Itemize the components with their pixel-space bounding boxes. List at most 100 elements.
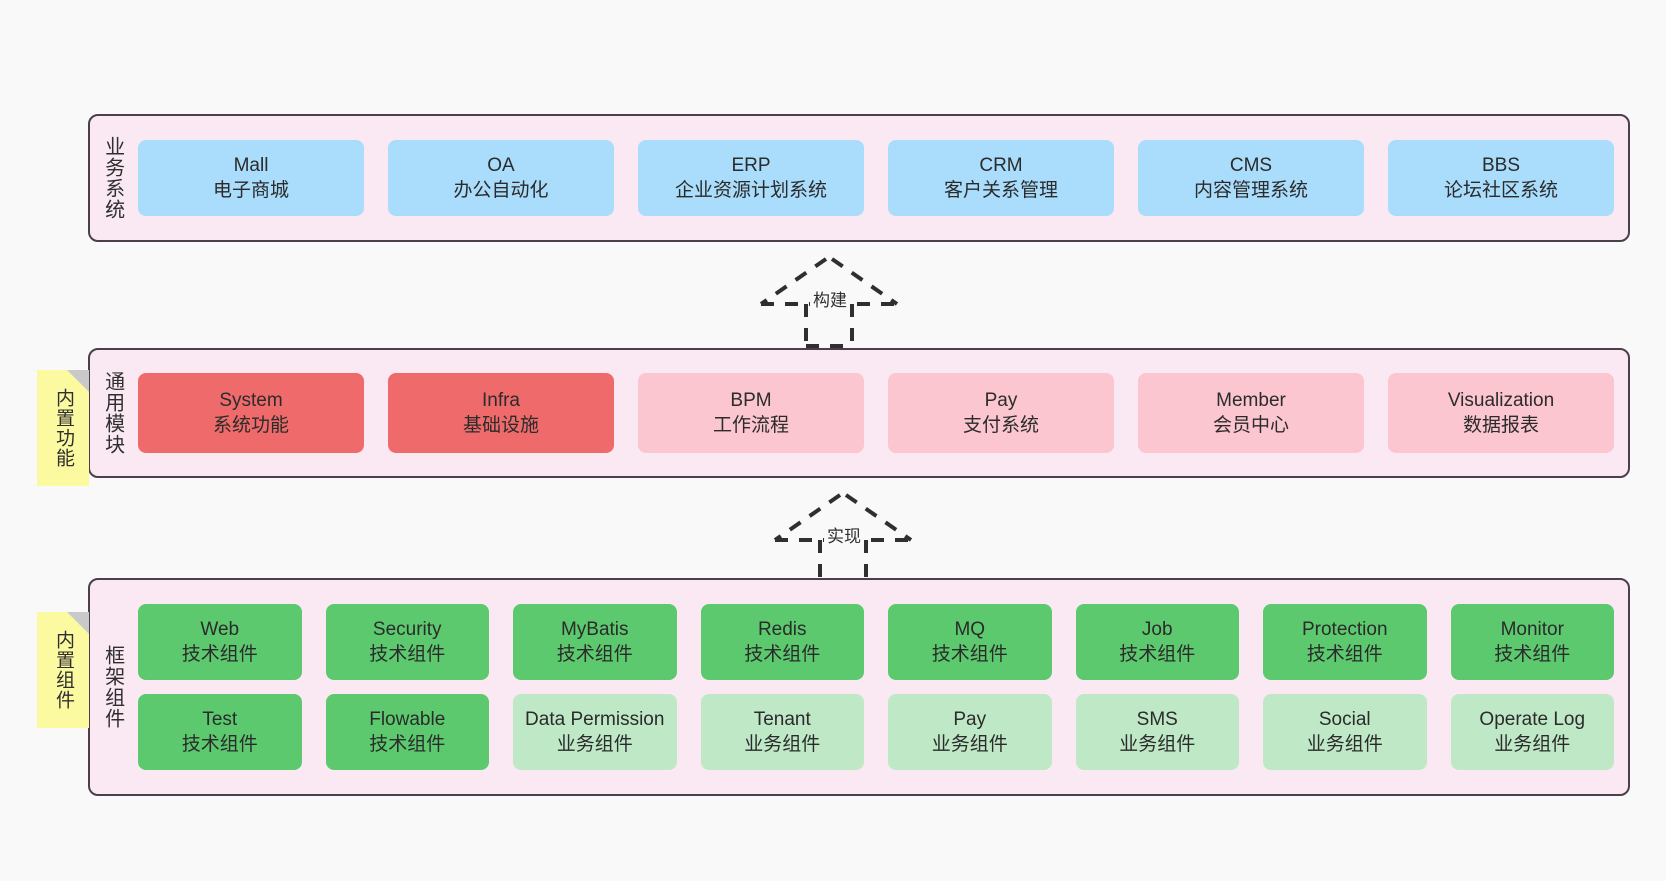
connector-label-build: 构建 [810, 286, 850, 311]
card-title-en: Test [202, 708, 238, 730]
card-title-cn: 业务组件 [556, 734, 633, 755]
page-fold-icon [67, 612, 89, 634]
card-row: System 系统功能 Infra 基础设施 BPM 工作流程 Pay 支付系统… [138, 373, 1614, 453]
card-row: Web 技术组件 Security 技术组件 MyBatis 技术组件 Redi… [138, 604, 1614, 680]
card-title-cn: 技术组件 [931, 644, 1008, 665]
card-pay-component[interactable]: Pay 业务组件 [888, 694, 1052, 770]
card-tenant[interactable]: Tenant 业务组件 [700, 694, 864, 770]
card-title-en: Tenant [753, 708, 811, 730]
layer-common-modules: 通用模块 System 系统功能 Infra 基础设施 BPM 工作流程 Pay… [88, 348, 1630, 478]
card-job[interactable]: Job 技术组件 [1075, 604, 1239, 680]
card-test[interactable]: Test 技术组件 [138, 694, 302, 770]
card-security[interactable]: Security 技术组件 [325, 604, 489, 680]
card-title-en: Pay [953, 708, 987, 730]
card-title-cn: 电子商城 [212, 180, 289, 201]
connector-label-implement: 实现 [824, 522, 864, 547]
card-title-cn: 基础设施 [462, 415, 539, 436]
card-system[interactable]: System 系统功能 [138, 373, 364, 453]
card-title-cn: 业务组件 [931, 734, 1008, 755]
card-title-en: Flowable [369, 708, 446, 730]
card-title-en: BBS [1481, 154, 1521, 176]
card-redis[interactable]: Redis 技术组件 [700, 604, 864, 680]
page-fold-icon [67, 370, 89, 392]
card-erp[interactable]: ERP 企业资源计划系统 [638, 140, 864, 216]
card-title-cn: 论坛社区系统 [1443, 180, 1558, 201]
sticky-note-label: 内置功能 [53, 388, 75, 468]
card-title-cn: 技术组件 [556, 644, 633, 665]
card-title-cn: 技术组件 [181, 734, 258, 755]
card-social[interactable]: Social 业务组件 [1263, 694, 1427, 770]
card-title-en: Security [372, 618, 442, 640]
card-operate-log[interactable]: Operate Log 业务组件 [1450, 694, 1614, 770]
card-title-cn: 业务组件 [1119, 734, 1196, 755]
card-flowable[interactable]: Flowable 技术组件 [325, 694, 489, 770]
card-bpm[interactable]: BPM 工作流程 [638, 373, 864, 453]
layer-body-common-modules: System 系统功能 Infra 基础设施 BPM 工作流程 Pay 支付系统… [134, 350, 1628, 476]
layer-body-framework-components: Web 技术组件 Security 技术组件 MyBatis 技术组件 Redi… [134, 580, 1628, 794]
card-title-en: CRM [979, 154, 1023, 176]
connector-build: 构建 [756, 256, 906, 348]
sticky-note-label: 内置组件 [53, 630, 75, 710]
layer-body-business-system: Mall 电子商城 OA 办公自动化 ERP 企业资源计划系统 CRM 客户关系… [134, 116, 1628, 240]
sticky-note-builtin-features: 内置功能 [37, 370, 89, 486]
card-mq[interactable]: MQ 技术组件 [888, 604, 1052, 680]
sticky-note-builtin-components: 内置组件 [37, 612, 89, 728]
card-title-cn: 技术组件 [1306, 644, 1383, 665]
card-title-en: MyBatis [560, 618, 629, 640]
card-cms[interactable]: CMS 内容管理系统 [1138, 140, 1364, 216]
card-title-cn: 工作流程 [712, 415, 789, 436]
connector-implement: 实现 [770, 492, 920, 584]
card-crm[interactable]: CRM 客户关系管理 [888, 140, 1114, 216]
card-title-en: BPM [730, 389, 772, 411]
card-visualization[interactable]: Visualization 数据报表 [1388, 373, 1614, 453]
card-title-cn: 业务组件 [1306, 734, 1383, 755]
card-bbs[interactable]: BBS 论坛社区系统 [1388, 140, 1614, 216]
card-title-en: OA [487, 154, 515, 176]
card-title-cn: 系统功能 [212, 415, 289, 436]
card-title-cn: 业务组件 [744, 734, 821, 755]
card-title-en: ERP [731, 154, 771, 176]
card-title-en: Redis [757, 618, 807, 640]
layer-title-framework-components: 框架组件 [101, 645, 124, 729]
card-member[interactable]: Member 会员中心 [1138, 373, 1364, 453]
card-protection[interactable]: Protection 技术组件 [1263, 604, 1427, 680]
card-mybatis[interactable]: MyBatis 技术组件 [513, 604, 677, 680]
card-pay-module[interactable]: Pay 支付系统 [888, 373, 1114, 453]
card-sms[interactable]: SMS 业务组件 [1075, 694, 1239, 770]
layer-title-common-modules: 通用模块 [101, 371, 124, 455]
card-title-cn: 技术组件 [369, 734, 446, 755]
layer-framework-components: 框架组件 Web 技术组件 Security 技术组件 MyBatis 技术组件… [88, 578, 1630, 796]
card-title-cn: 客户关系管理 [943, 180, 1058, 201]
card-mall[interactable]: Mall 电子商城 [138, 140, 364, 216]
card-title-cn: 技术组件 [369, 644, 446, 665]
card-title-en: MQ [954, 618, 986, 640]
card-title-cn: 内容管理系统 [1193, 180, 1308, 201]
card-title-en: Pay [984, 389, 1018, 411]
card-web[interactable]: Web 技术组件 [138, 604, 302, 680]
card-title-cn: 会员中心 [1212, 415, 1289, 436]
build-arrow-icon [759, 257, 899, 348]
card-title-en: Data Permission [525, 708, 665, 730]
card-infra[interactable]: Infra 基础设施 [388, 373, 614, 453]
card-title-en: Protection [1301, 618, 1388, 640]
card-title-en: Web [200, 618, 240, 640]
card-title-en: Member [1216, 389, 1286, 411]
card-title-cn: 技术组件 [181, 644, 258, 665]
card-title-en: Visualization [1447, 389, 1555, 411]
card-title-cn: 企业资源计划系统 [674, 180, 827, 201]
card-title-cn: 技术组件 [1119, 644, 1196, 665]
card-monitor[interactable]: Monitor 技术组件 [1450, 604, 1614, 680]
card-title-en: Social [1318, 708, 1371, 730]
card-title-en: CMS [1229, 154, 1273, 176]
card-title-cn: 办公自动化 [453, 180, 549, 201]
card-data-permission[interactable]: Data Permission 业务组件 [513, 694, 677, 770]
card-oa[interactable]: OA 办公自动化 [388, 140, 614, 216]
card-title-cn: 技术组件 [1494, 644, 1571, 665]
card-title-en: Job [1141, 618, 1173, 640]
card-title-cn: 数据报表 [1462, 415, 1539, 436]
card-title-en: Mall [233, 154, 269, 176]
card-title-en: SMS [1136, 708, 1178, 730]
layer-title-business-system: 业务系统 [101, 136, 124, 220]
card-title-en: System [219, 389, 283, 411]
card-title-cn: 技术组件 [744, 644, 821, 665]
